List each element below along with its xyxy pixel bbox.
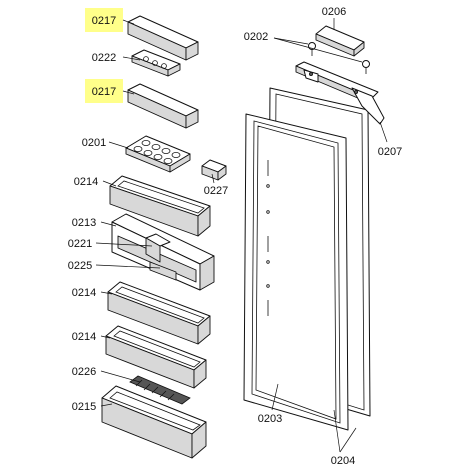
label-0221: 0221: [68, 238, 92, 250]
part-0227-clip: [201, 159, 227, 181]
label-0213: 0213: [72, 217, 96, 229]
part-0214-shelf-b: [107, 281, 211, 345]
label-0217-second: 0217: [92, 86, 116, 98]
label-0227: 0227: [204, 185, 228, 197]
label-0214-c: 0214: [72, 331, 96, 343]
part-0214-shelf-c: [105, 325, 207, 389]
label-0214-b: 0214: [72, 287, 96, 299]
label-0202: 0202: [244, 31, 268, 43]
highlight-0217-top: [85, 8, 123, 32]
label-0215: 0215: [72, 401, 96, 413]
part-0222-holder: [131, 49, 181, 77]
part-0221-divider: [145, 233, 171, 263]
label-0203: 0203: [258, 413, 282, 425]
part-0215-bottom-bin: [101, 385, 207, 459]
label-0222: 0222: [92, 52, 116, 64]
label-0226: 0226: [72, 366, 96, 378]
label-0214-a: 0214: [74, 176, 98, 188]
label-0225: 0225: [68, 260, 92, 272]
label-0217-top: 0217: [92, 15, 116, 27]
part-0217-cover-second: [127, 83, 199, 129]
part-0207-bracket: [295, 61, 385, 125]
label-0206: 0206: [322, 6, 346, 18]
label-0201: 0201: [82, 137, 106, 149]
part-0217-cover-top: [127, 15, 199, 61]
door-panel: [243, 113, 349, 431]
highlight-0217-second: [85, 79, 123, 103]
part-0201-egg-tray: [125, 135, 191, 173]
part-0202-screw-right: [362, 60, 370, 74]
part-0206-cover: [315, 25, 365, 57]
leader-lines: [95, 18, 388, 453]
label-0204: 0204: [331, 455, 355, 467]
part-0226-grille: [129, 375, 191, 405]
label-0207: 0207: [378, 146, 402, 158]
part-0214-shelf-a: [109, 175, 211, 237]
